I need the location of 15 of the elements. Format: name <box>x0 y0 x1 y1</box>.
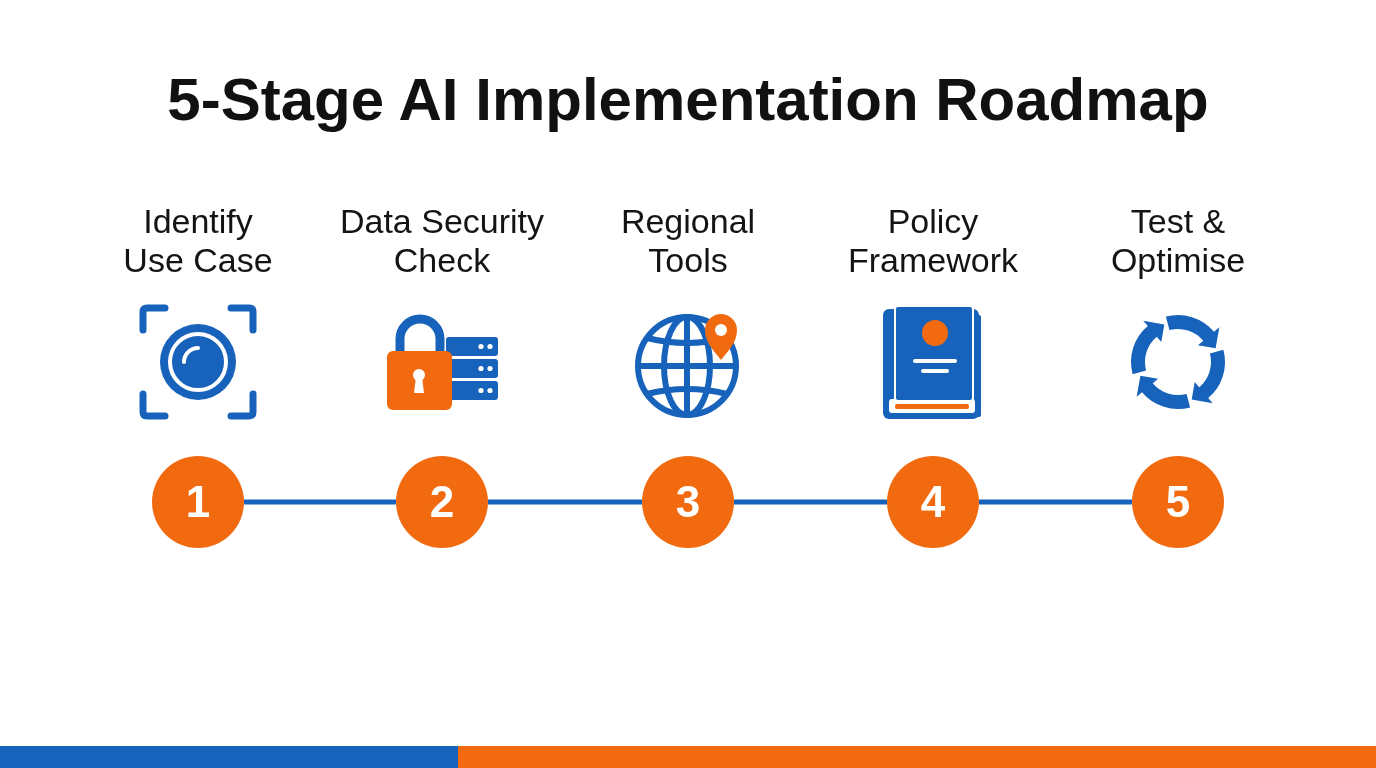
step-number: 3 <box>675 477 701 527</box>
stage-heading: Regional Tools <box>619 202 757 280</box>
connector-line <box>488 499 642 505</box>
connector-line <box>734 499 887 505</box>
connector-line <box>979 499 1132 505</box>
stage-heading: Data Security Check <box>338 202 546 280</box>
step-number: 4 <box>920 477 946 527</box>
stage-heading: Test & Optimise <box>1109 202 1247 280</box>
diagram-title: 5-Stage AI Implementation Roadmap <box>166 65 1210 135</box>
step-number: 2 <box>429 477 455 527</box>
step-number: 5 <box>1165 477 1191 527</box>
step-number: 1 <box>185 477 211 527</box>
connector-line <box>244 499 396 505</box>
stage-heading: Policy Framework <box>847 202 1019 280</box>
stage-heading: Identify Use Case <box>122 202 274 280</box>
